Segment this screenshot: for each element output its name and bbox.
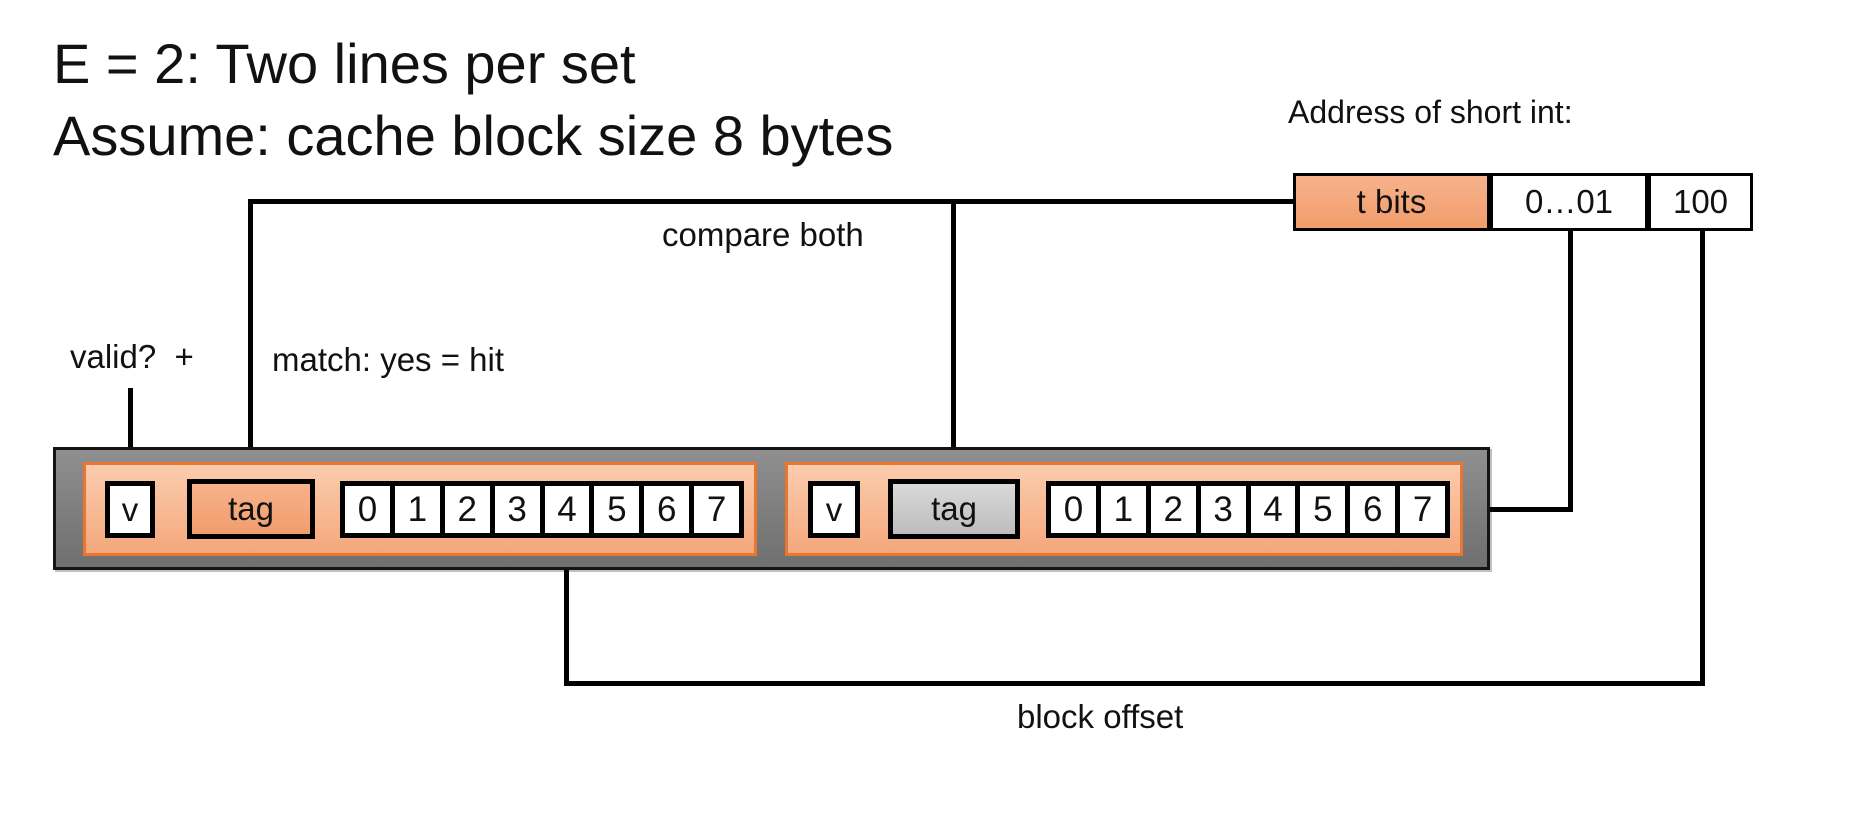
byte-cell: 5	[1295, 481, 1351, 538]
address-field-set-index: 0…01	[1490, 173, 1648, 231]
byte-cell: 7	[1395, 481, 1450, 538]
wire-block-offset-horizontal	[564, 681, 1705, 686]
byte-cell: 5	[589, 481, 645, 538]
title-line-2: Assume: cache block size 8 bytes	[53, 104, 894, 167]
byte-cell: 1	[1095, 481, 1151, 538]
byte-cell: 7	[689, 481, 744, 538]
wire-block-offset-left-vertical	[564, 538, 569, 686]
cache-line-0-valid-bit: v	[105, 481, 155, 538]
block-offset-label: block offset	[1017, 698, 1184, 735]
byte-cell: 3	[489, 481, 545, 538]
cache-line-0-tag: tag	[187, 479, 315, 539]
byte-cell: 2	[1145, 481, 1201, 538]
slide-title: E = 2: Two lines per set Assume: cache b…	[53, 28, 893, 172]
cache-line-1-tag: tag	[888, 479, 1020, 539]
wire-set-index-vertical	[1568, 230, 1573, 512]
wire-block-offset-right-vertical	[1700, 230, 1705, 686]
match-label: match: yes = hit	[272, 341, 505, 378]
byte-cell: 0	[1046, 481, 1101, 538]
byte-cell: 4	[1245, 481, 1301, 538]
wire-compare-to-tag-right	[951, 199, 956, 482]
title-line-1: E = 2: Two lines per set	[53, 32, 636, 95]
wire-valid-to-vbox	[128, 388, 133, 483]
cache-line-1-valid-bit: v	[808, 481, 860, 538]
byte-cell: 3	[1195, 481, 1251, 538]
address-label: Address of short int:	[1288, 94, 1573, 130]
compare-both-label: compare both	[662, 216, 864, 253]
byte-cell: 6	[639, 481, 695, 538]
wire-compare-horizontal	[248, 199, 1293, 204]
cache-line-0-bytes: 0 1 2 3 4 5 6 7	[340, 481, 744, 538]
wire-compare-to-tag-left	[248, 199, 253, 482]
byte-cell: 1	[389, 481, 445, 538]
byte-cell: 0	[340, 481, 395, 538]
byte-cell: 6	[1345, 481, 1401, 538]
wire-set-index-horizontal	[1490, 507, 1573, 512]
byte-cell: 2	[439, 481, 495, 538]
address-field-tag-bits: t bits	[1293, 173, 1490, 231]
cache-line-1-bytes: 0 1 2 3 4 5 6 7	[1046, 481, 1450, 538]
byte-cell: 4	[539, 481, 595, 538]
address-field-block-offset: 100	[1648, 173, 1753, 231]
valid-label: valid? +	[70, 338, 194, 375]
